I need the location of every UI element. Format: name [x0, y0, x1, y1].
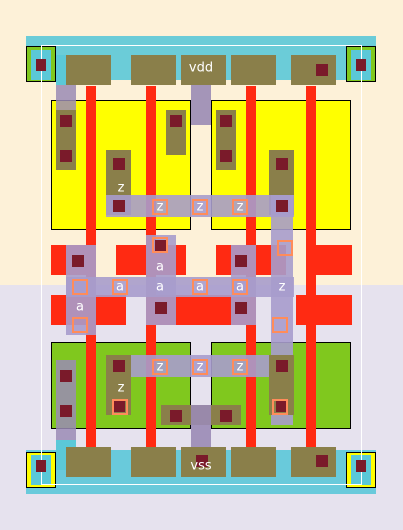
via: [192, 199, 208, 215]
poly-strap-lower-right: [296, 295, 352, 325]
via: [72, 317, 88, 333]
net-label-z: z: [156, 359, 164, 375]
via: [152, 359, 168, 375]
net-label-a: a: [196, 279, 204, 295]
contact: [276, 158, 288, 170]
via: [72, 279, 88, 295]
contact: [60, 405, 72, 417]
net-label-z: z: [236, 359, 244, 375]
vdd-rail-pad-1: [66, 55, 111, 85]
net-label-z: z: [117, 380, 125, 396]
contact: [170, 115, 182, 127]
poly-strap-upper-right: [306, 245, 352, 275]
via: [152, 199, 168, 215]
contact: [220, 115, 232, 127]
vdd-rail-pad-2: [131, 55, 176, 85]
contact: [356, 460, 366, 472]
contact: [276, 400, 288, 412]
via: [192, 359, 208, 375]
via: [272, 399, 288, 415]
via: [112, 279, 128, 295]
net-label-vss: vss: [190, 458, 212, 474]
net-label-z: z: [117, 180, 125, 196]
vdd-rail-pad-3: [181, 55, 226, 85]
net-label-a: a: [156, 279, 164, 295]
net-label-z: z: [236, 199, 244, 215]
contact: [155, 240, 167, 252]
via: [232, 359, 248, 375]
vss-rail-pad-4: [231, 447, 276, 477]
net-label-z: z: [278, 279, 286, 295]
via: [112, 399, 128, 415]
contact: [155, 302, 167, 314]
net-label-z: z: [196, 199, 204, 215]
contact: [36, 59, 46, 71]
vdd-rail-pad-4: [231, 55, 276, 85]
net-label-a: a: [156, 259, 164, 275]
via: [232, 199, 248, 215]
contact: [235, 302, 247, 314]
vss-rail-pad-2: [131, 447, 176, 477]
net-label-a: a: [76, 299, 84, 315]
contact: [316, 455, 328, 467]
contact: [196, 455, 208, 467]
contact: [235, 255, 247, 267]
net-label-vdd: vdd: [188, 60, 214, 76]
contact: [60, 150, 72, 162]
contact: [60, 115, 72, 127]
via: [192, 279, 208, 295]
via: [272, 317, 288, 333]
contact: [220, 410, 232, 422]
cell-boundary: [41, 45, 362, 485]
contact: [36, 460, 46, 472]
vdd-rail-pad-5: [291, 55, 336, 85]
contact: [113, 360, 125, 372]
via: [277, 240, 293, 256]
contact: [276, 200, 288, 212]
via: [152, 237, 168, 253]
contact: [113, 158, 125, 170]
contact: [220, 150, 232, 162]
contact: [113, 200, 125, 212]
contact: [72, 255, 84, 267]
net-label-z: z: [196, 359, 204, 375]
contact: [170, 410, 182, 422]
contact: [113, 400, 125, 412]
vss-rail-pad-1: [66, 447, 111, 477]
contact: [276, 360, 288, 372]
contact: [60, 370, 72, 382]
contact: [356, 59, 366, 71]
net-label-z: z: [156, 199, 164, 215]
contact: [316, 64, 328, 76]
vss-rail-pad-5: [291, 447, 336, 477]
via: [232, 279, 248, 295]
net-label-a: a: [116, 279, 124, 295]
net-label-a: a: [236, 279, 244, 295]
